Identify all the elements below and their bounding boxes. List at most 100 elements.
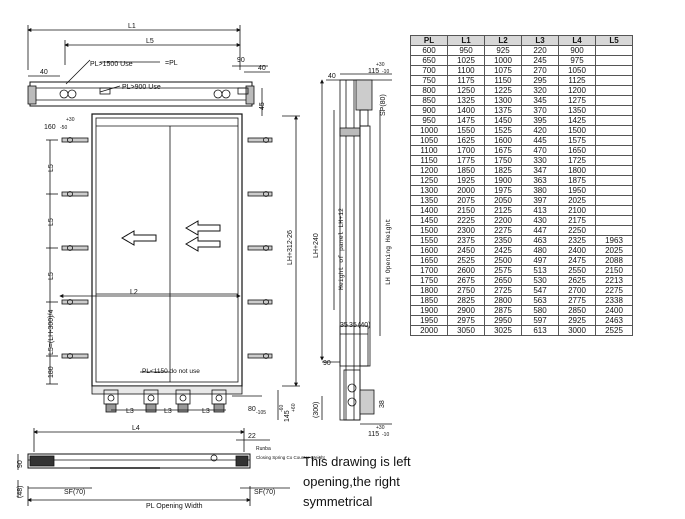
table-cell: 1700 <box>410 265 448 276</box>
table-cell: 1600 <box>484 135 522 146</box>
table-cell <box>595 45 633 56</box>
dim-l3-2: L3 <box>164 408 172 415</box>
table-cell: 2338 <box>595 295 633 306</box>
table-cell: 445 <box>521 135 559 146</box>
table-cell: 2825 <box>447 295 485 306</box>
table-cell: 395 <box>521 115 559 126</box>
dim-160: 160 <box>44 124 56 131</box>
table-cell: 1350 <box>558 105 596 116</box>
table-cell: 380 <box>521 185 559 196</box>
dim-48: (48) <box>17 486 24 498</box>
table-cell: 1075 <box>484 65 522 76</box>
dim-40-right: 40 <box>258 65 266 72</box>
side-tol-top: +30 <box>376 62 385 68</box>
table-cell: 1750 <box>484 155 522 166</box>
front-view-labels: L1 L5 =PL PL>1500 Use PL>900 Use 40 90 4… <box>40 23 297 422</box>
table-cell: 1300 <box>484 95 522 106</box>
table-cell: 2375 <box>447 235 485 246</box>
table-cell: 2025 <box>558 195 596 206</box>
dim-l2: L2 <box>130 289 138 296</box>
table-cell: 3025 <box>484 325 522 336</box>
table-cell: 1650 <box>558 145 596 156</box>
table-cell: 750 <box>410 75 448 86</box>
table-cell: 547 <box>521 285 559 296</box>
table-cell: 2275 <box>595 285 633 296</box>
table-cell: 480 <box>521 245 559 256</box>
table-cell: 1550 <box>447 125 485 136</box>
table-cell: 1200 <box>410 165 448 176</box>
table-cell: 1250 <box>410 175 448 186</box>
table-cell: 1775 <box>447 155 485 166</box>
table-cell <box>595 55 633 66</box>
dim-l1: L1 <box>128 23 136 30</box>
table-cell: 513 <box>521 265 559 276</box>
table-cell: 1025 <box>447 55 485 66</box>
table-cell <box>595 85 633 96</box>
table-cell: 2975 <box>447 315 485 326</box>
dim-lh312: LH+312-26 <box>287 230 294 265</box>
table-cell: 1850 <box>447 165 485 176</box>
note-line-2: opening,the right <box>303 474 400 489</box>
table-cell: 2275 <box>484 225 522 236</box>
bottom-view-labels: L4 22 90 (48) SF(70) SF(70) PL Opening W… <box>17 425 325 510</box>
table-cell: 2625 <box>558 275 596 286</box>
table-cell: 2150 <box>595 265 633 276</box>
table-cell: 1950 <box>410 315 448 326</box>
dim-l3-3: L3 <box>202 408 210 415</box>
table-cell: 2875 <box>484 305 522 316</box>
table-cell <box>595 125 633 136</box>
table-cell <box>595 165 633 176</box>
table-cell: 1275 <box>558 95 596 106</box>
table-cell: 1150 <box>410 155 448 166</box>
table-cell: 1450 <box>484 115 522 126</box>
table-cell <box>595 185 633 196</box>
table-cell <box>595 195 633 206</box>
table-cell: 2800 <box>484 295 522 306</box>
table-cell: 2500 <box>484 255 522 266</box>
table-header: PL <box>410 35 448 46</box>
dim-145-tol: -60 <box>279 405 285 412</box>
dim-180: 180 <box>48 366 55 378</box>
dim-80: 80 <box>248 406 256 413</box>
side-tol-top2: +30 <box>376 425 385 431</box>
table-cell: 1963 <box>595 235 633 246</box>
table-cell: 563 <box>521 295 559 306</box>
table-cell: 2150 <box>447 205 485 216</box>
table-cell <box>595 95 633 106</box>
table-cell <box>595 65 633 76</box>
table-cell: 1000 <box>484 55 522 66</box>
table-cell: 2525 <box>595 325 633 336</box>
table-cell: 2125 <box>484 205 522 216</box>
table-cell: 3050 <box>447 325 485 336</box>
table-header-row: PL L1 L2 L3 L4 L5 <box>410 35 633 46</box>
table-cell: 2925 <box>558 315 596 326</box>
table-cell: 850 <box>410 95 448 106</box>
table-cell: 1450 <box>410 215 448 226</box>
side-sp: SP(80) <box>380 94 387 116</box>
table-header: L4 <box>558 35 596 46</box>
note-line-1: This drawing is left <box>303 454 411 469</box>
table-cell: 2000 <box>410 325 448 336</box>
table-header: L5 <box>595 35 633 46</box>
table-cell: 1100 <box>447 65 485 76</box>
dim-90-bottom: 90 <box>17 460 24 468</box>
table-cell: 1900 <box>410 305 448 316</box>
table-cell: 1575 <box>558 135 596 146</box>
table-cell: 2025 <box>595 245 633 256</box>
dim-80-tol: -105 <box>256 410 266 416</box>
table-cell: 1675 <box>484 145 522 156</box>
table-cell: 2175 <box>558 215 596 226</box>
table-cell: 597 <box>521 315 559 326</box>
front-view <box>27 25 300 420</box>
table-cell: 2650 <box>484 275 522 286</box>
